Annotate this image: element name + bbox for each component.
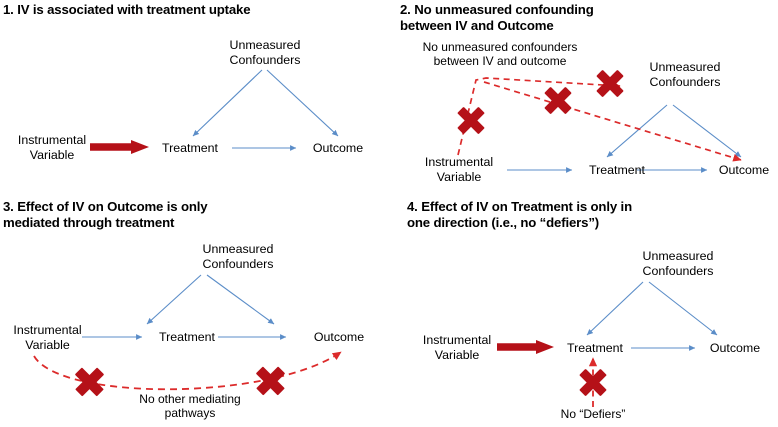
- panel-2-edges: [457, 77, 742, 173]
- edge-confounders-treatment: [146, 274, 202, 325]
- edge-confounders-outcome: [266, 69, 339, 137]
- node-outcome: Outcome: [718, 163, 770, 177]
- node-unmeasured-confounders: Unmeasured Confounders: [649, 60, 721, 89]
- panel-3-edges: [33, 274, 342, 391]
- node-instrumental-variable: Instrumental Variable: [422, 333, 492, 362]
- node-treatment: Treatment: [566, 341, 623, 355]
- edge-iv-to-outcome-blocked: [483, 81, 742, 162]
- panel-4-note: No “Defiers”: [560, 407, 626, 421]
- panel-2: 2. No unmeasured confounding between IV …: [389, 0, 778, 196]
- node-outcome: Outcome: [312, 141, 364, 155]
- panel-2-heading: 2. No unmeasured confounding between IV …: [400, 2, 594, 33]
- panel-4-heading: 4. Effect of IV on Treatment is only in …: [407, 199, 632, 230]
- panel-1-heading: 1. IV is associated with treatment uptak…: [3, 2, 251, 17]
- panel-3: 3. Effect of IV on Outcome is only media…: [0, 196, 389, 427]
- panel-2-note: No unmeasured confounders between IV and…: [422, 40, 578, 69]
- node-instrumental-variable: Instrumental Variable: [13, 323, 82, 352]
- edge-confounders-treatment: [606, 104, 668, 158]
- edge-confounders-outcome: [672, 104, 742, 158]
- node-instrumental-variable: Instrumental Variable: [424, 155, 494, 184]
- node-unmeasured-confounders: Unmeasured Confounders: [202, 242, 274, 271]
- node-outcome: Outcome: [709, 341, 761, 355]
- edge-confounders-outcome: [206, 274, 275, 325]
- node-treatment: Treatment: [158, 330, 215, 344]
- node-unmeasured-confounders: Unmeasured Confounders: [229, 38, 301, 67]
- edge-iv-outcome-direct-blocked: [33, 351, 342, 391]
- panel-3-heading: 3. Effect of IV on Outcome is only media…: [3, 199, 208, 230]
- edge-confounders-treatment: [586, 281, 644, 336]
- node-treatment: Treatment: [161, 141, 218, 155]
- node-treatment: Treatment: [588, 163, 645, 177]
- edge-iv-treatment-emphasis: [90, 140, 149, 154]
- edge-confounders-treatment: [192, 69, 263, 137]
- node-instrumental-variable: Instrumental Variable: [17, 133, 87, 162]
- panel-3-note: No other mediating pathways: [139, 392, 241, 421]
- edge-confounders-outcome: [648, 281, 718, 336]
- panel-4: 4. Effect of IV on Treatment is only in …: [389, 196, 778, 427]
- edge-iv-treatment-emphasis: [497, 340, 554, 354]
- node-unmeasured-confounders: Unmeasured Confounders: [642, 249, 714, 278]
- panel-1: 1. IV is associated with treatment uptak…: [0, 0, 389, 196]
- panel-1-edges: [90, 69, 339, 154]
- node-outcome: Outcome: [313, 330, 365, 344]
